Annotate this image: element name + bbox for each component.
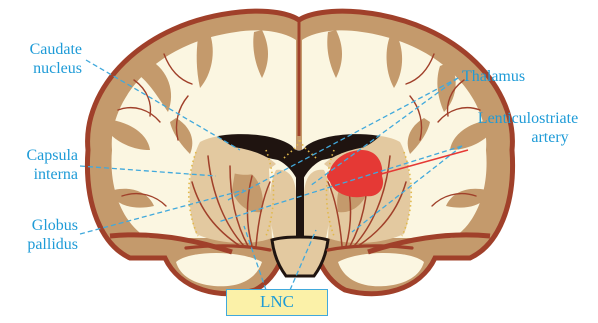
lnc-label-box: LNC [226, 289, 328, 316]
brainstem [272, 237, 328, 276]
label-capsula-line-1: Capsula [2, 146, 78, 165]
label-caudate-nucleus: Caudate nucleus [2, 40, 82, 78]
label-globus-line-1: Globus [2, 216, 78, 235]
label-globus-pallidus: Globus pallidus [2, 216, 78, 254]
label-lenticulostriate-artery: Lenticulostriate artery [462, 109, 594, 147]
label-lenticulostriate-line-1: Lenticulostriate [462, 109, 594, 128]
label-caudate-line-1: Caudate [2, 40, 82, 59]
label-capsula-line-2: interna [2, 165, 78, 184]
label-capsula-interna: Capsula interna [2, 146, 78, 184]
label-caudate-line-2: nucleus [2, 59, 82, 78]
label-lenticulostriate-line-2: artery [462, 128, 594, 147]
label-thalamus-line-1: Thalamus [462, 67, 562, 86]
third-ventricle [296, 170, 304, 240]
brain-section [87, 11, 512, 294]
label-thalamus: Thalamus [462, 67, 562, 86]
label-globus-line-2: pallidus [2, 235, 78, 254]
